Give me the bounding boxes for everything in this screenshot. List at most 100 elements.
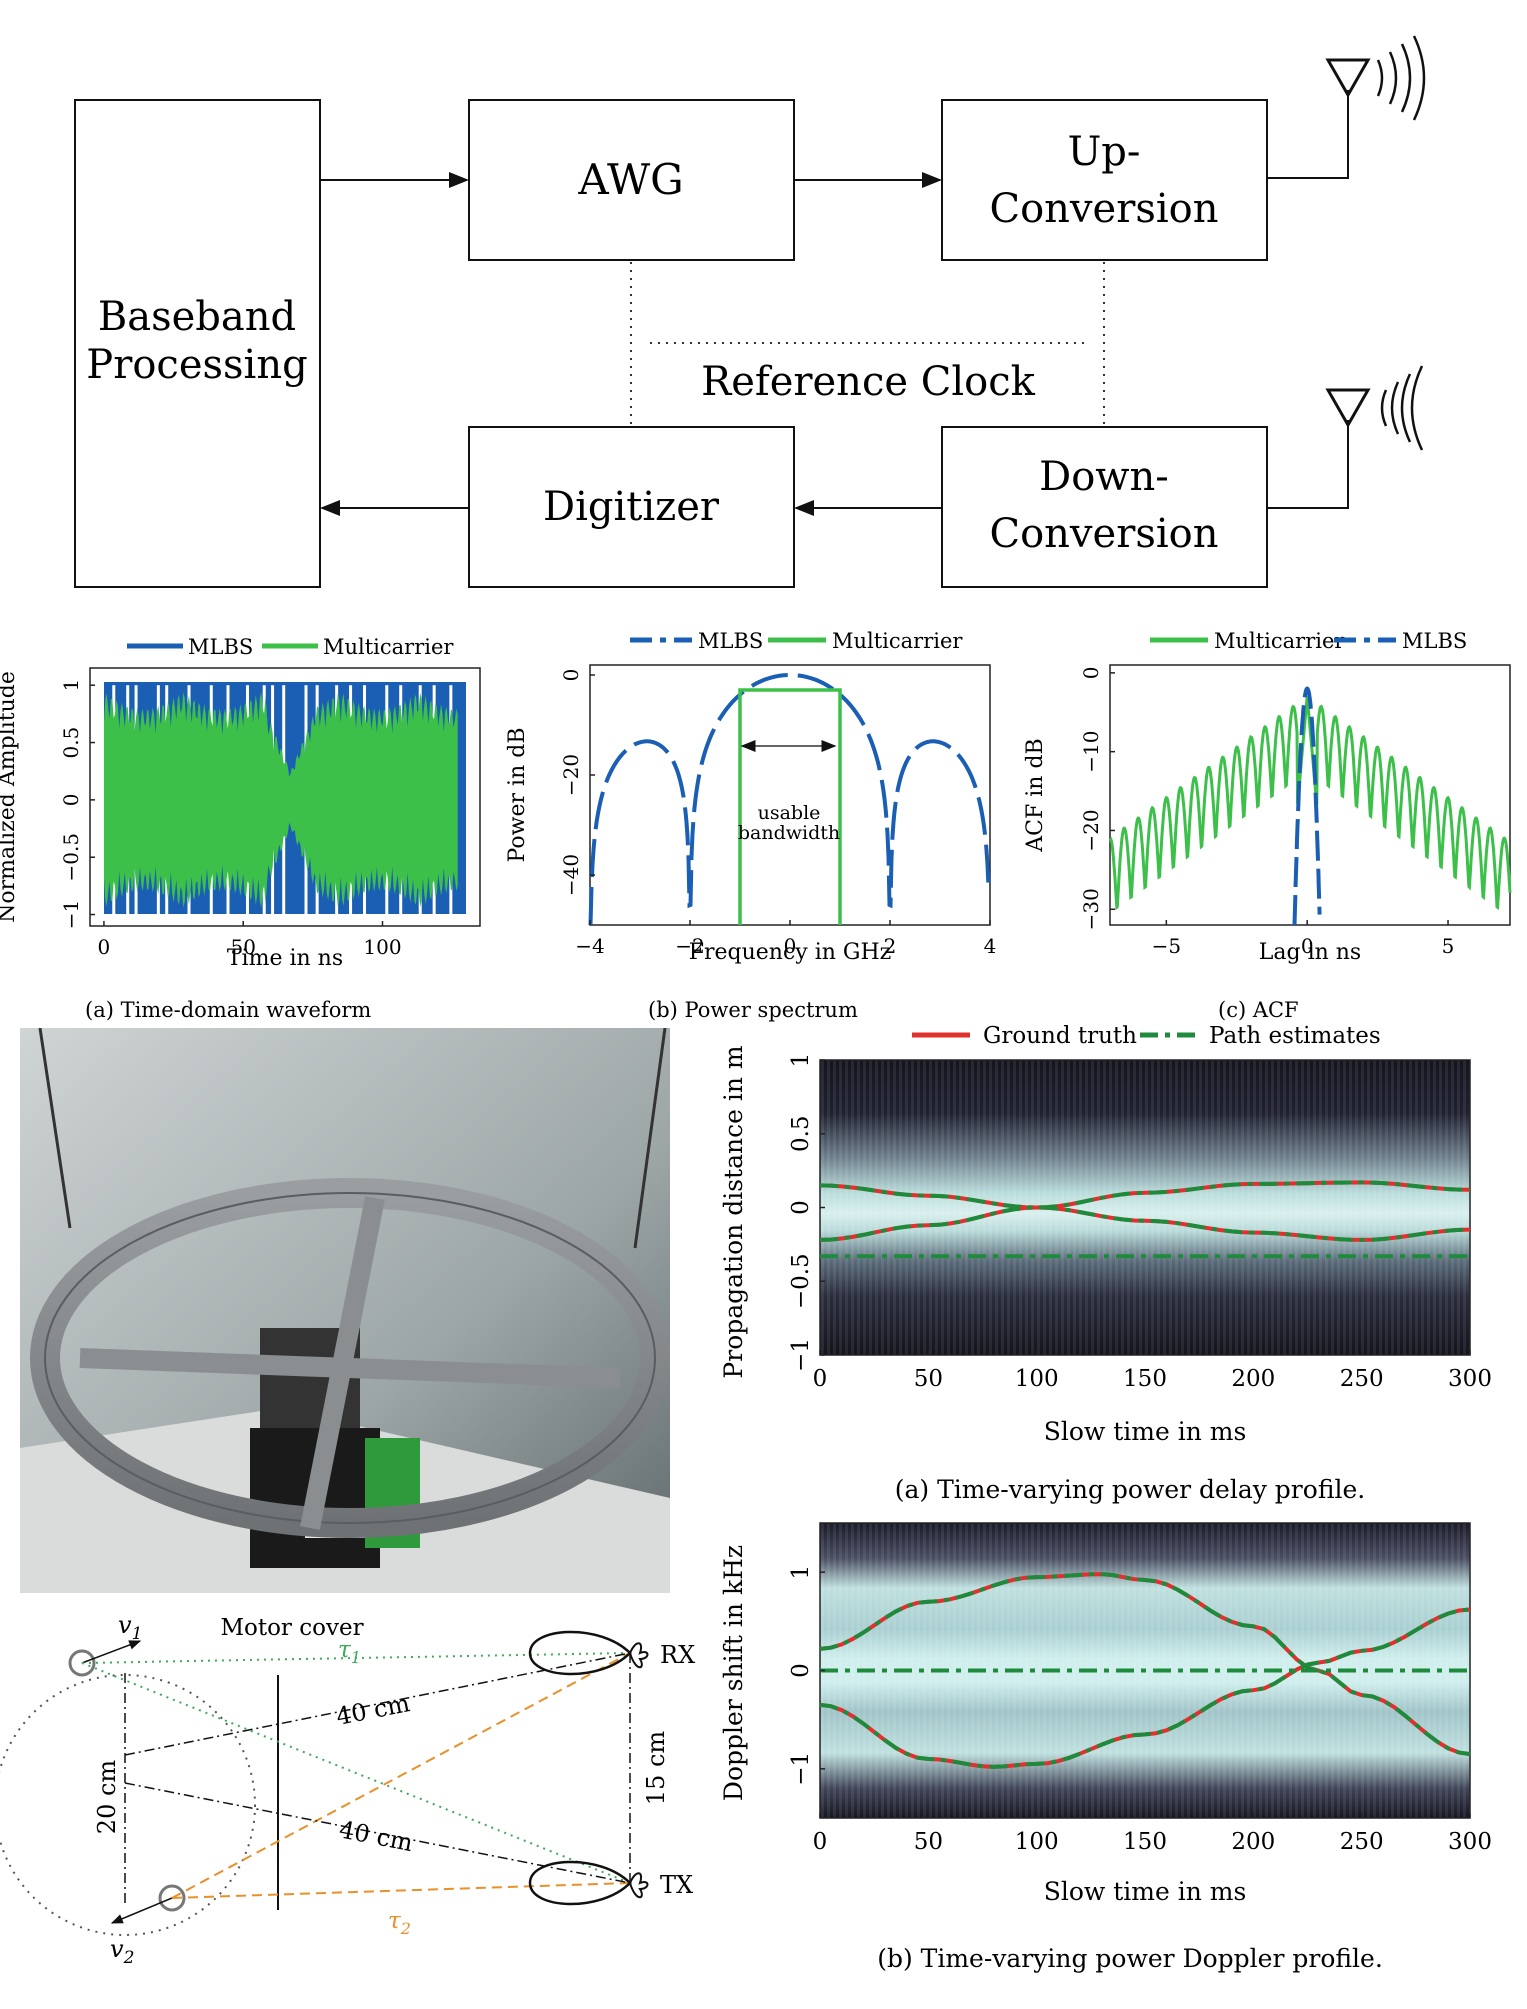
multicarrier-acf-line [1109,696,1512,911]
rx-backlobes [629,1642,649,1669]
time-domain-ytick-label: −1 [59,900,83,929]
caption-b: (b) Power spectrum [648,998,858,1022]
time-domain-legend: MLBS Multicarrier [127,635,454,659]
multicarrier-waveform [103,691,458,908]
downconversion-block [941,426,1268,588]
acf-ytick-label: −30 [1079,888,1103,930]
pdp-estimate-path_2 [819,1180,1471,1242]
doppler-xtick-label: 200 [1231,1829,1275,1855]
caption-a: (a) Time-domain waveform [85,998,371,1022]
power-spectrum-frame [589,664,991,926]
power-spectrum-ytick-label: −20 [559,754,583,796]
antenna-2-marker [158,1884,186,1912]
distance-label-bottom: 40 cm [337,1815,416,1857]
acf-axes: −5 0 5 −30 −20 −10 0 [1079,667,1454,958]
caption-doppler: (b) Time-varying power Doppler profile. [877,1944,1383,1973]
legend-multicarrier-b: Multicarrier [832,629,963,653]
antenna-rig-photo [20,1028,670,1593]
pdp-path-lines [819,1180,1471,1259]
acf-ytick-label: −20 [1079,809,1103,851]
acf-xtick-label: −5 [1152,934,1181,958]
time-domain-ytick-label: 0.5 [59,727,83,759]
doppler-xtick-label: 100 [1015,1829,1059,1855]
distance-label-top: 40 cm [334,1689,413,1731]
bandwidth-label: bandwidth [738,822,840,844]
pdp-xtick-label: 250 [1340,1366,1384,1392]
v2-label: v2 [110,1935,134,1968]
tau2-label: τ2 [388,1908,411,1938]
legend-mlbs: MLBS [188,635,253,659]
reference-clock-label: Reference Clock [701,359,1035,405]
rotation-circle [0,1674,256,1936]
doppler-xtick-label: 250 [1340,1829,1384,1855]
doppler-path-lines [819,1572,1471,1769]
pdp-estimate-path_1 [819,1183,1471,1242]
pdp-ytick-label: 0 [788,1200,814,1215]
time-domain-frame [89,667,481,927]
power-spectrum-xtick-label: −2 [675,934,704,958]
acf-xtick-label: 5 [1442,934,1455,958]
rx-label: RX [660,1641,695,1669]
upconversion-label-1: Up- [1068,129,1141,175]
motor-cover-label: Motor cover [220,1615,363,1641]
doppler-xlabel: Slow time in ms [1044,1877,1247,1906]
separation-label: 15 cm [642,1731,670,1806]
time-domain-xtick-label: 100 [363,935,401,959]
tx-label: TX [660,1871,693,1899]
doppler-xtick-label: 300 [1448,1829,1492,1855]
v1-label: v1 [118,1611,142,1644]
tau1-label: τ1 [338,1637,361,1667]
rx-antenna-feed [1267,420,1349,509]
pdp-xtick-label: 300 [1448,1366,1492,1392]
acf-ytick-label: 0 [1079,667,1103,680]
rx-radiation-icon [1380,365,1424,451]
legend-ground-truth: Ground truth [983,1023,1137,1049]
mlbs-acf-line [1292,686,1322,926]
time-domain-ytick-label: 0 [59,793,83,806]
doppler-xtick-label: 0 [813,1829,828,1855]
multicarrier-spectrum-line [738,688,842,925]
pdp-ytick-label: −1 [788,1338,814,1372]
pdp-xtick-label: 200 [1231,1366,1275,1392]
pdp-ytick-label: 1 [788,1053,814,1068]
v2-arrow [110,1897,173,1924]
usable-label: usable [758,802,821,824]
v1-arrow [81,1640,142,1664]
downconversion-label-1: Down- [1039,454,1169,500]
pdp-xtick-label: 100 [1015,1366,1059,1392]
power-spectrum-legend: MLBS Multicarrier [630,629,963,653]
power-spectrum-xtick-label: 2 [884,934,897,958]
acf-xtick-label: 0 [1301,934,1314,958]
doppler-xtick-label: 50 [914,1829,943,1855]
rx-beam-pattern [528,1630,632,1676]
time-domain-ylabel: Normalized Amplitude [0,671,20,923]
pdp-xlabel: Slow time in ms [1044,1417,1247,1446]
time-domain-ytick-label: 1 [59,679,83,692]
acf-ytick-label: −10 [1079,731,1103,773]
acf-xlabel: Lag in ns [1259,940,1361,965]
acf-frame [1109,664,1511,926]
pdp-xtick-label: 50 [914,1366,943,1392]
power-spectrum-xtick-label: 0 [784,934,797,958]
tx-backlobes [629,1872,649,1899]
legend-multicarrier: Multicarrier [323,635,454,659]
antenna-1-marker [68,1649,96,1677]
legend-mlbs-c: MLBS [1402,629,1467,653]
caption-c: (c) ACF [1218,998,1299,1022]
legend-path-estimates: Path estimates [1209,1023,1381,1049]
pdp-ylabel: Propagation distance in m [719,1045,748,1378]
baseband-label-1: Baseband [98,294,296,340]
doppler-ylabel: Doppler shift in kHz [719,1545,748,1801]
tx-radiation-icon [1376,35,1426,121]
pdp-ytick-label: 0.5 [788,1115,814,1152]
block-diagram: Baseband Processing AWG Up- Conversion D… [74,35,1426,588]
mlbs-spectrum-line [588,673,991,926]
tau1-path-b [81,1662,631,1884]
